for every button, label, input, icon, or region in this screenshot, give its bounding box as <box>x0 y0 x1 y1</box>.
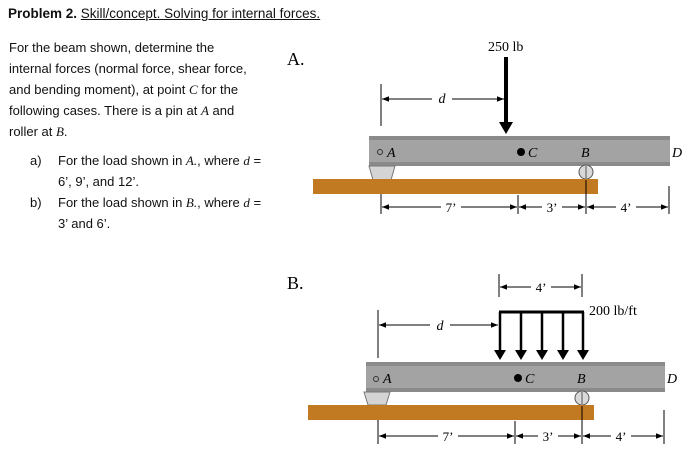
case-b-values: 3’ and 6’. <box>58 216 111 231</box>
case-a-text2: , where <box>197 153 244 168</box>
pin-a-icon <box>377 149 383 155</box>
dist-load-label: 200 lb/ft <box>589 304 637 319</box>
point-load-arrow-icon <box>499 122 513 134</box>
dim-d-label: d <box>439 92 447 107</box>
case-b-var: d <box>243 195 250 210</box>
dist-arrow-icon <box>536 350 548 360</box>
dim-b-cb-bg <box>538 428 558 443</box>
statement-line-3: and bending moment), at point <box>9 82 189 97</box>
figure-b: B. 4’ 200 lb/ft d <box>287 273 677 444</box>
point-b-d-label: D <box>666 372 677 387</box>
dim-d-label-bg <box>432 90 452 106</box>
figure-a-label: A. <box>287 49 305 69</box>
point-b-c-dot <box>514 374 522 382</box>
dim-b-d-bg <box>430 316 450 332</box>
problem-label: Problem 2. <box>8 6 78 21</box>
beam-a-bottom-edge <box>369 162 670 166</box>
point-c-ref: C <box>188 82 198 97</box>
problem-statement: For the beam shown, determine the intern… <box>9 37 271 142</box>
point-b-label: B <box>581 146 590 161</box>
dim-b-d-label: d <box>437 319 445 334</box>
figure-b-label: B. <box>287 273 304 293</box>
dim-a-bd-label: 4’ <box>621 200 632 215</box>
point-b-c-label: C <box>525 372 535 387</box>
dim-b-ac-label: 7’ <box>443 429 454 444</box>
figure-a-load-label: 250 lb <box>488 40 523 55</box>
ground-b <box>308 405 594 420</box>
statement-line-5-end: . <box>63 124 68 139</box>
dist-length-bg <box>531 279 551 294</box>
point-d-label: D <box>671 146 682 161</box>
dim-b-cb-label: 3’ <box>543 429 554 444</box>
case-a-var: d <box>243 153 250 168</box>
case-a: a) For the load shown in A., where d = 6… <box>30 150 270 192</box>
beam-a-top-edge <box>369 136 670 140</box>
case-b: b) For the load shown in B., where d = 3… <box>30 192 270 234</box>
pin-b-a-icon <box>373 376 379 382</box>
ground-a <box>313 179 598 194</box>
case-b-text3: = <box>249 195 262 210</box>
dim-a-ac-bg <box>441 199 461 214</box>
point-c-dot <box>517 148 525 156</box>
point-a-ref: A <box>200 103 209 118</box>
problem-topic: Skill/concept. Solving for internal forc… <box>80 6 321 21</box>
case-b-marker: b) <box>30 195 42 210</box>
problem-title: Problem 2. Skill/concept. Solving for in… <box>8 6 320 21</box>
case-a-marker: a) <box>30 153 42 168</box>
case-a-ref: A. <box>185 153 198 168</box>
point-b-ref: B <box>55 124 64 139</box>
dist-arrow-icon <box>494 350 506 360</box>
dim-a-bd-bg <box>616 199 636 214</box>
statement-line-4: following cases. There is a pin at <box>9 103 201 118</box>
statement-line-3-end: for the <box>197 82 239 97</box>
point-c-label: C <box>528 146 538 161</box>
statement-line-1: For the beam shown, determine the <box>9 40 215 55</box>
statement-line-2: internal forces (normal force, shear for… <box>9 61 247 76</box>
point-a-label: A <box>386 146 396 161</box>
dim-b-bd-bg <box>611 428 631 443</box>
case-a-values: 6’, 9’, and 12’. <box>58 174 139 189</box>
case-a-text3: = <box>249 153 262 168</box>
case-a-text: For the load shown in <box>58 153 186 168</box>
dist-load-arrows <box>494 312 589 360</box>
pin-support-b-icon <box>363 391 391 406</box>
dist-length-label: 4’ <box>536 280 547 295</box>
case-b-ref: B. <box>185 195 198 210</box>
point-b-b-label: B <box>577 372 586 387</box>
dim-a-cb-label: 3’ <box>547 200 558 215</box>
dist-arrow-icon <box>577 350 589 360</box>
pin-support-a-icon <box>368 165 396 181</box>
figure-a: A. 250 lb d A C B D <box>287 40 682 215</box>
dist-arrow-icon <box>515 350 527 360</box>
cases-list: a) For the load shown in A., where d = 6… <box>30 150 270 234</box>
case-b-text2: , where <box>197 195 244 210</box>
dim-b-ac-bg <box>438 428 458 443</box>
statement-line-4-end: and <box>208 103 235 118</box>
statement-line-5: roller at <box>9 124 56 139</box>
dist-arrow-icon <box>557 350 569 360</box>
point-b-a-label: A <box>382 372 392 387</box>
dim-a-ac-label: 7’ <box>446 200 457 215</box>
beam-b-top-edge <box>366 362 665 366</box>
dim-b-bd-label: 4’ <box>616 429 627 444</box>
beam-b-bottom-edge <box>366 388 665 392</box>
dim-a-cb-bg <box>542 199 562 214</box>
case-b-text: For the load shown in <box>58 195 186 210</box>
